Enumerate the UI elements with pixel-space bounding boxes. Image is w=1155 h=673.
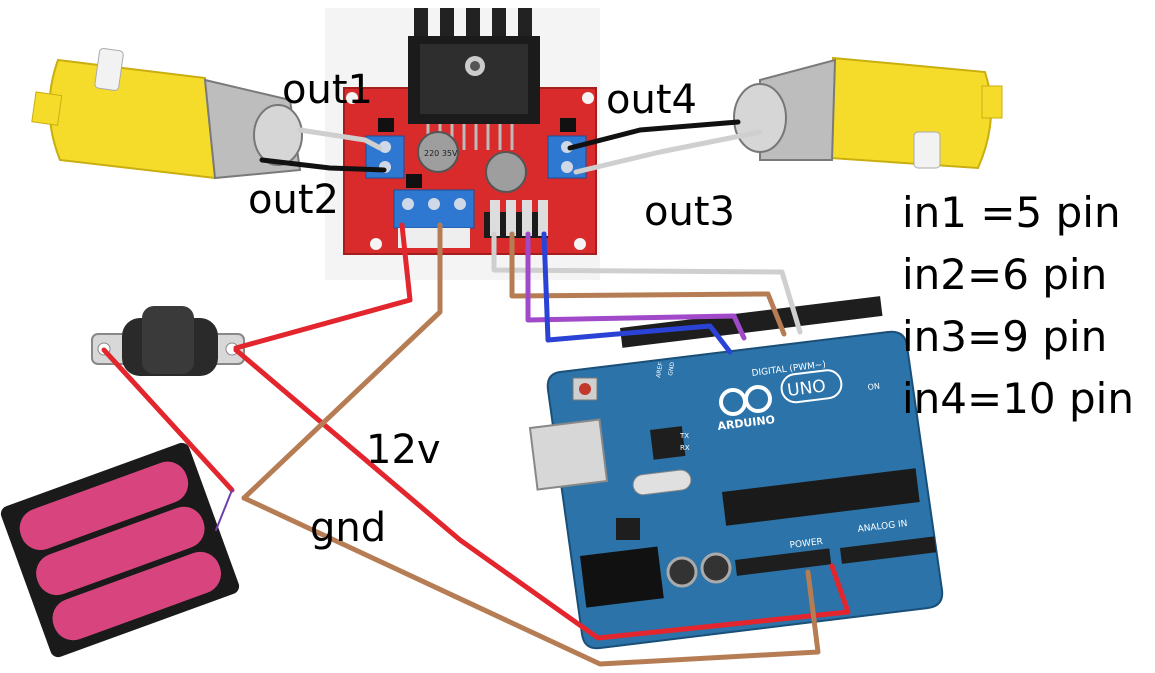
wire-gnd-driver: [241, 222, 443, 501]
aref-label: AREF: [655, 361, 665, 378]
wire-out3: [573, 129, 763, 175]
heatsink: [408, 8, 540, 124]
digital-header: [620, 296, 883, 348]
usb-port: [528, 418, 609, 491]
pin-map-in1: in1 =5 pin: [902, 188, 1121, 237]
gnd-pin-label: GND: [667, 361, 676, 376]
label-out3: out3: [644, 189, 735, 235]
motor-right: [733, 56, 1003, 170]
capacitor-left: [417, 131, 459, 173]
wire-in1: [491, 231, 803, 335]
arduino-logo: [719, 369, 843, 416]
reset-button: [579, 383, 591, 395]
label-out2: out2: [248, 177, 339, 223]
rx-label: RX: [680, 444, 690, 452]
wire-12v-driver: [233, 222, 413, 351]
capacitor-rating: 220 35V: [424, 149, 458, 158]
wire-12v-arduino: [233, 347, 851, 641]
pin-map-in4: in4=10 pin: [902, 374, 1134, 423]
arduino-uno-board: UNO ARDUINO DIGITAL (PWM~) POWER ANALOG …: [528, 296, 944, 650]
wire-battery-positive: [101, 347, 235, 493]
microcontroller-chip: [722, 468, 920, 526]
tx-label: TX: [679, 432, 689, 440]
wire-in3: [525, 231, 747, 341]
wires: [101, 119, 851, 667]
wire-out2: [259, 157, 387, 173]
wire-out1: [297, 127, 383, 151]
battery-pack: [0, 442, 240, 658]
board-model-text: UNO: [786, 376, 827, 401]
power-jack: [580, 546, 664, 608]
pin-map-in3: in3=9 pin: [902, 312, 1108, 361]
wire-gnd-arduino: [241, 495, 821, 667]
pin-map-in2: in2=6 pin: [902, 250, 1108, 299]
analog-header: [840, 536, 937, 564]
power-header: [735, 548, 832, 576]
pin-mapping-list: in1 =5 pin in2=6 pin in3=9 pin in4=10 pi…: [902, 192, 1134, 440]
wire-out4: [567, 119, 741, 151]
label-12v: 12v: [366, 427, 441, 473]
on-led-label: ON: [867, 382, 880, 392]
capacitor-right: [485, 151, 527, 193]
wire-in4: [541, 231, 733, 355]
motor-left: [31, 48, 303, 180]
label-out4: out4: [606, 77, 697, 123]
label-out1: out1: [282, 67, 373, 113]
wire-in2: [509, 231, 787, 337]
power-label: POWER: [789, 537, 823, 551]
label-gnd: gnd: [310, 505, 387, 551]
l298n-driver-board: 220 35V: [325, 8, 600, 280]
wire-battery-negative: [215, 489, 233, 531]
